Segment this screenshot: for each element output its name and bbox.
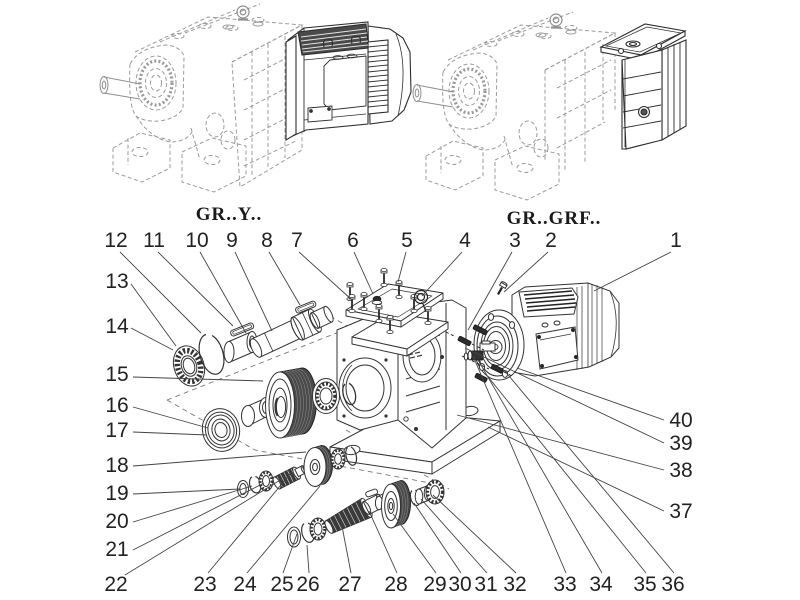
svg-text:22: 22 — [104, 573, 127, 596]
svg-text:2: 2 — [545, 229, 557, 252]
svg-text:10: 10 — [185, 229, 208, 252]
svg-text:37: 37 — [669, 500, 692, 523]
svg-text:29: 29 — [423, 573, 446, 596]
svg-text:20: 20 — [105, 510, 128, 533]
svg-text:34: 34 — [589, 573, 613, 596]
svg-text:18: 18 — [105, 454, 128, 477]
svg-text:6: 6 — [347, 229, 359, 252]
svg-text:23: 23 — [193, 573, 216, 596]
svg-text:38: 38 — [669, 459, 692, 482]
svg-text:8: 8 — [261, 229, 273, 252]
svg-text:13: 13 — [105, 270, 128, 293]
svg-text:7: 7 — [291, 229, 303, 252]
svg-text:36: 36 — [661, 573, 684, 596]
svg-text:19: 19 — [105, 482, 128, 505]
svg-text:12: 12 — [104, 229, 127, 252]
svg-text:5: 5 — [401, 229, 413, 252]
svg-text:40: 40 — [669, 409, 692, 432]
svg-text:33: 33 — [553, 573, 576, 596]
svg-text:32: 32 — [503, 573, 526, 596]
svg-text:GR..GRF..: GR..GRF.. — [507, 208, 602, 229]
svg-text:14: 14 — [105, 315, 129, 338]
svg-text:9: 9 — [226, 229, 238, 252]
svg-text:39: 39 — [669, 432, 692, 455]
svg-text:15: 15 — [105, 363, 128, 386]
svg-text:17: 17 — [105, 419, 128, 442]
svg-text:4: 4 — [459, 229, 471, 252]
svg-text:24: 24 — [233, 573, 257, 596]
svg-text:11: 11 — [143, 229, 165, 252]
svg-text:35: 35 — [633, 573, 656, 596]
svg-text:25: 25 — [270, 573, 293, 596]
svg-text:31: 31 — [474, 573, 497, 596]
svg-text:28: 28 — [384, 573, 407, 596]
svg-text:3: 3 — [509, 229, 521, 252]
svg-text:GR..Y..: GR..Y.. — [196, 204, 262, 225]
svg-text:30: 30 — [448, 573, 471, 596]
svg-text:16: 16 — [105, 394, 128, 417]
svg-text:21: 21 — [105, 538, 128, 561]
svg-text:1: 1 — [670, 229, 682, 252]
svg-text:27: 27 — [338, 573, 361, 596]
svg-text:26: 26 — [296, 573, 319, 596]
